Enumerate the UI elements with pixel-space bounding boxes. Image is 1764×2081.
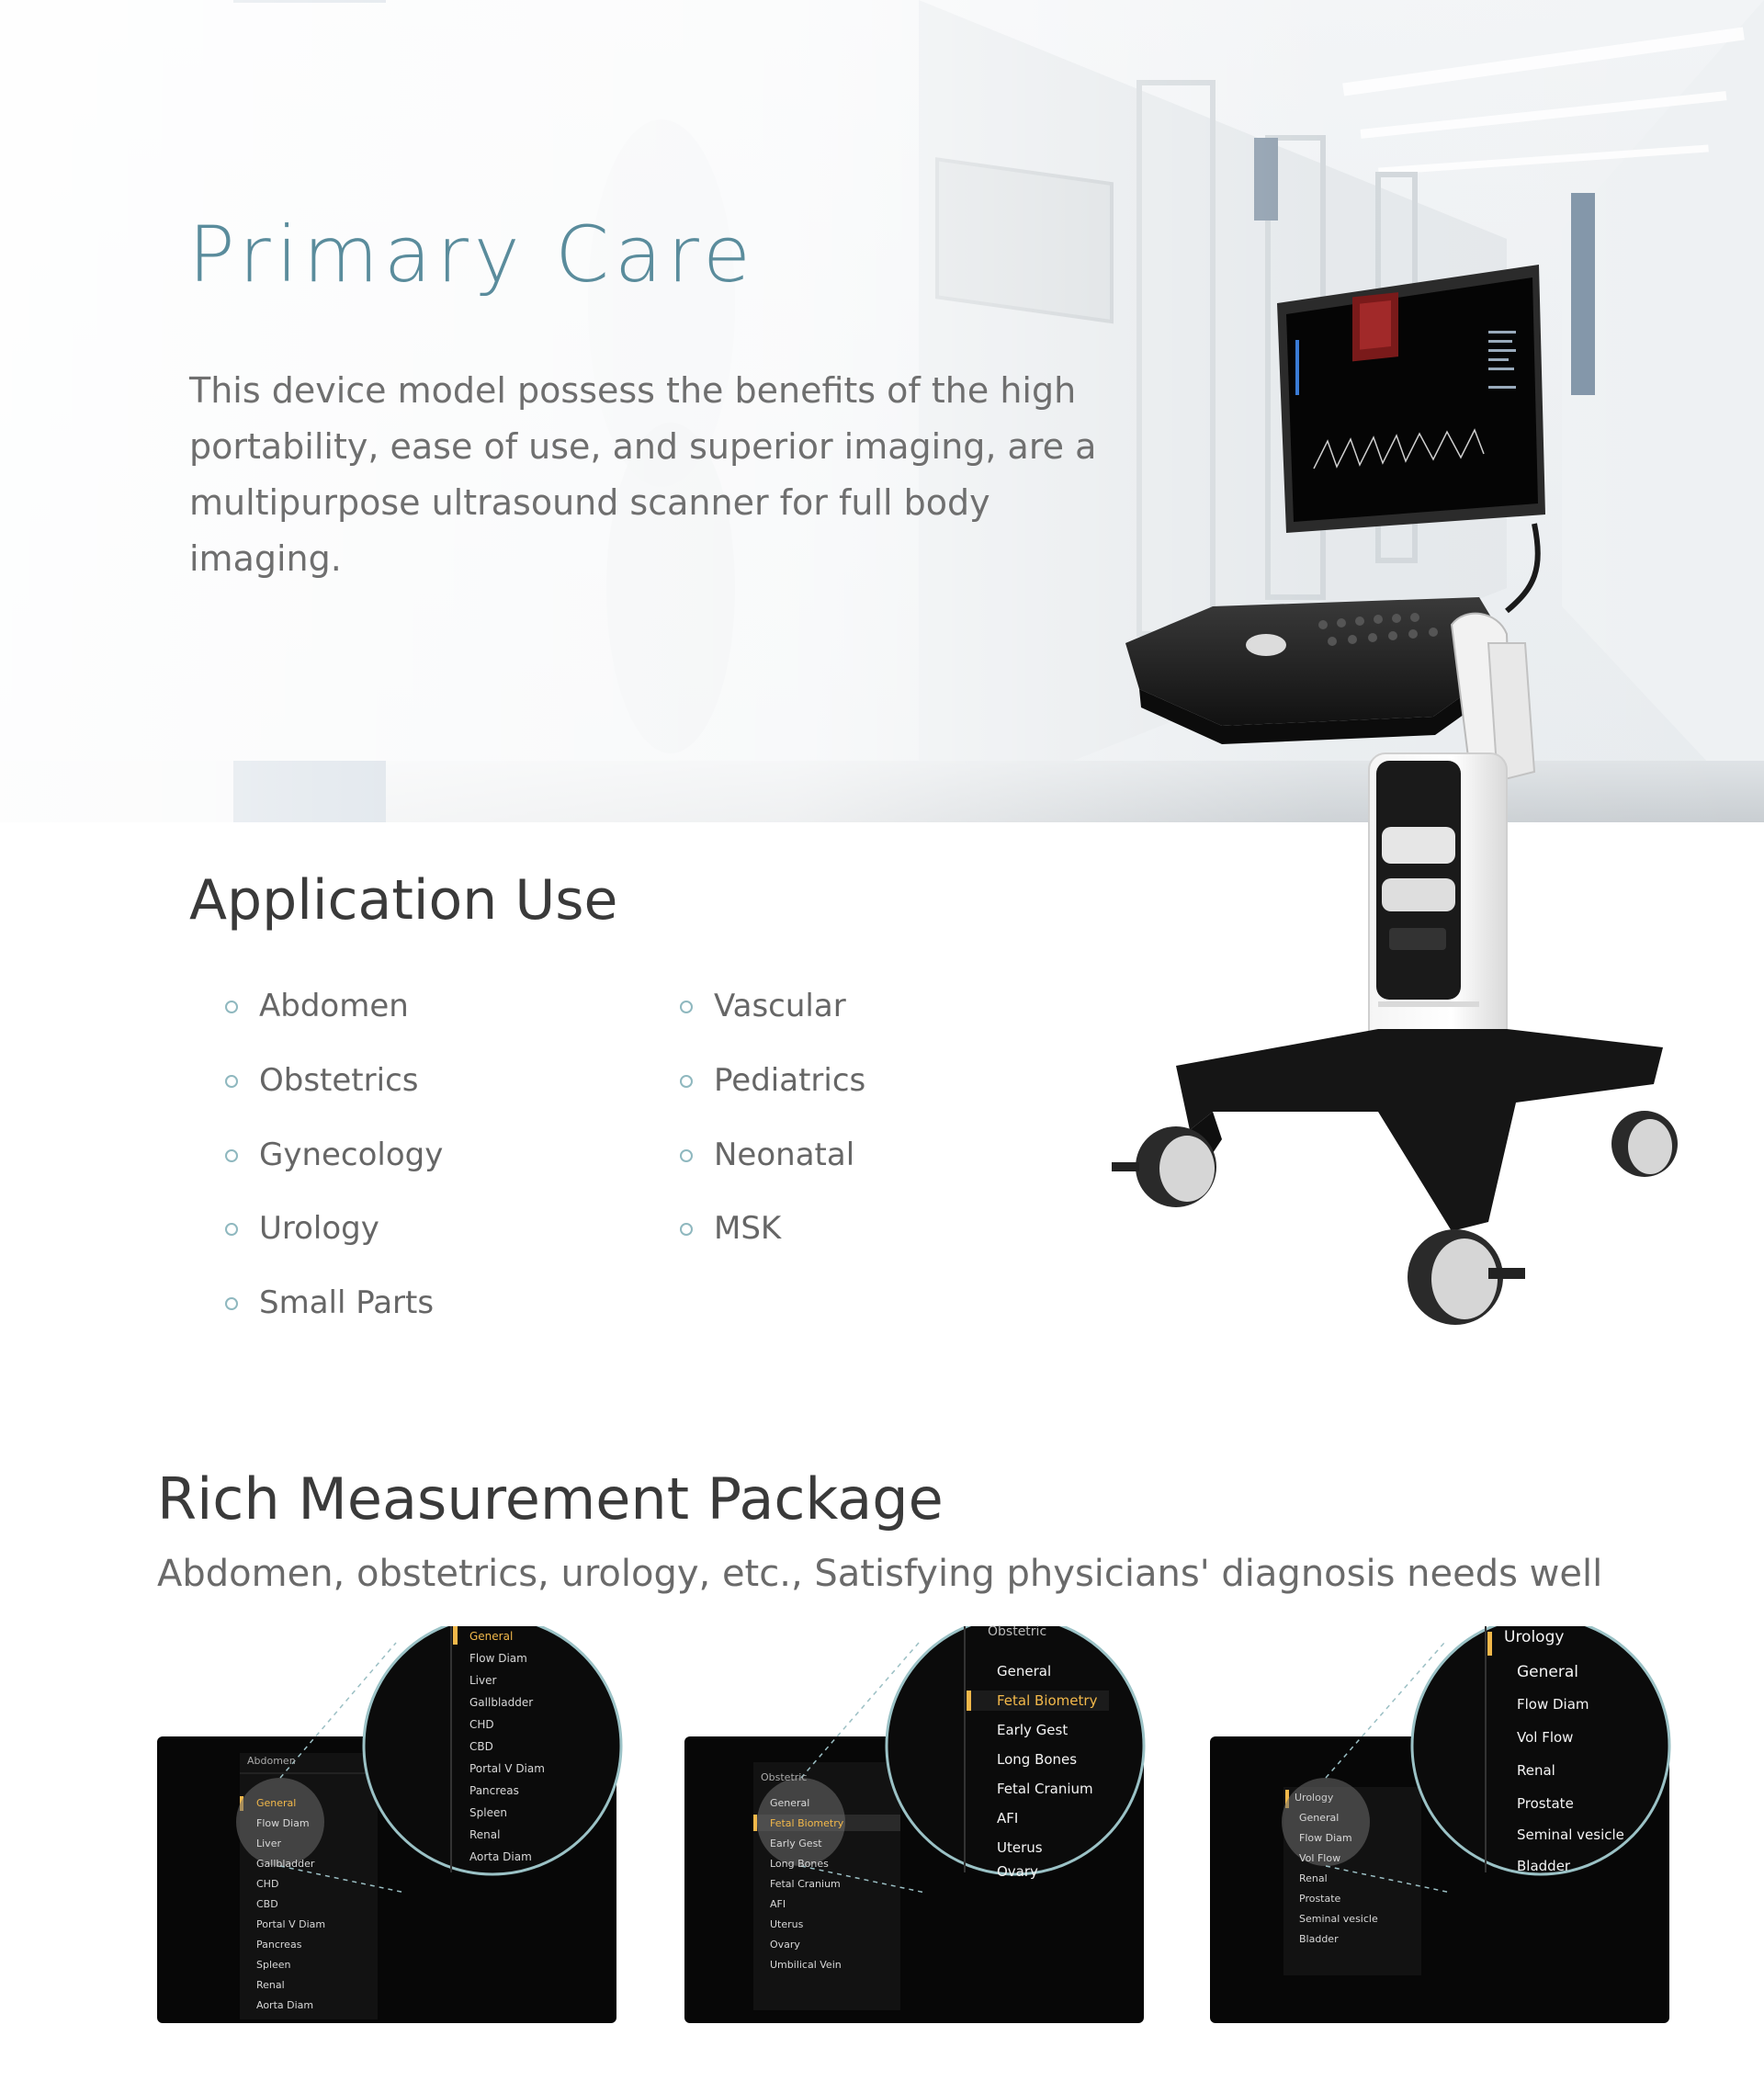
menu-item[interactable]: Bladder xyxy=(1299,1933,1339,1945)
page-title: Primary Care xyxy=(188,209,756,300)
measurement-panel-obstetric: Obstetric General Fetal Biometry Early G… xyxy=(684,1624,1199,2023)
bullet-icon xyxy=(680,1075,693,1088)
application-list: Abdomen Obstetrics Gynecology Urology Sm… xyxy=(225,988,923,1337)
zoom-item-selected: Fetal Biometry xyxy=(997,1692,1098,1709)
bullet-icon xyxy=(680,1001,693,1013)
bullet-icon xyxy=(225,1223,238,1236)
menu-item[interactable]: Seminal vesicle xyxy=(1299,1913,1378,1925)
measurement-panel-abdomen: Abdomen General Flow Diam Liver Gallblad… xyxy=(157,1626,672,2023)
menu-item[interactable]: CHD xyxy=(256,1878,279,1890)
menu-item[interactable]: Liver xyxy=(256,1838,281,1849)
menu-item[interactable]: Ovary xyxy=(770,1939,800,1951)
bullet-icon xyxy=(225,1001,238,1013)
menu-item[interactable]: Umbilical Vein xyxy=(770,1959,842,1971)
menu-item[interactable]: AFI xyxy=(770,1898,786,1910)
menu-item[interactable]: Renal xyxy=(256,1979,285,1991)
menu-item[interactable]: Early Gest xyxy=(770,1838,822,1849)
menu-item[interactable]: Uterus xyxy=(770,1918,804,1930)
menu-item[interactable]: Pancreas xyxy=(256,1939,302,1951)
bullet-icon xyxy=(680,1223,693,1236)
ultrasound-device-image xyxy=(1112,265,1678,1325)
menu-item[interactable]: Portal V Diam xyxy=(256,1918,326,1930)
menu-item[interactable]: Flow Diam xyxy=(1299,1832,1352,1844)
menu-item-selected[interactable]: Fetal Biometry xyxy=(770,1817,844,1829)
measurement-panel-urology: Urology General Flow Diam Vol Flow Renal… xyxy=(1210,1626,1724,2023)
application-use-heading: Application Use xyxy=(189,868,618,933)
menu-item[interactable]: Gallbladder xyxy=(256,1858,315,1870)
panel-graphic xyxy=(157,1626,623,2023)
menu-item-selected[interactable]: General xyxy=(256,1797,297,1809)
menu-item[interactable]: Vol Flow xyxy=(1299,1852,1341,1864)
menu-item[interactable]: General xyxy=(770,1797,810,1809)
menu-item[interactable]: Prostate xyxy=(1299,1893,1341,1905)
measurement-heading: Rich Measurement Package xyxy=(157,1465,944,1532)
zoom-item-selected: General xyxy=(469,1630,514,1643)
menu-item[interactable]: Renal xyxy=(1299,1872,1328,1884)
wheel xyxy=(1112,1126,1216,1207)
menu-item[interactable]: Fetal Cranium xyxy=(770,1878,841,1890)
menu-item[interactable]: Spleen xyxy=(256,1959,291,1971)
menu-item[interactable]: Flow Diam xyxy=(256,1817,310,1829)
menu-header: Urology xyxy=(1295,1792,1334,1804)
panel-graphic xyxy=(684,1626,1146,2023)
menu-item[interactable]: General xyxy=(1299,1812,1340,1824)
panel-graphic xyxy=(1210,1626,1671,2023)
bullet-icon xyxy=(680,1149,693,1162)
bullet-icon xyxy=(225,1075,238,1088)
measurement-subtitle: Abdomen, obstetrics, urology, etc., Sati… xyxy=(157,1553,1603,1595)
menu-item[interactable]: Long Bones xyxy=(770,1858,829,1870)
menu-item[interactable]: Aorta Diam xyxy=(256,1999,314,2011)
bullet-icon xyxy=(225,1149,238,1162)
bullet-icon xyxy=(225,1297,238,1310)
hero-description: This device model possess the benefits o… xyxy=(189,370,1097,579)
menu-item[interactable]: CBD xyxy=(256,1898,278,1910)
